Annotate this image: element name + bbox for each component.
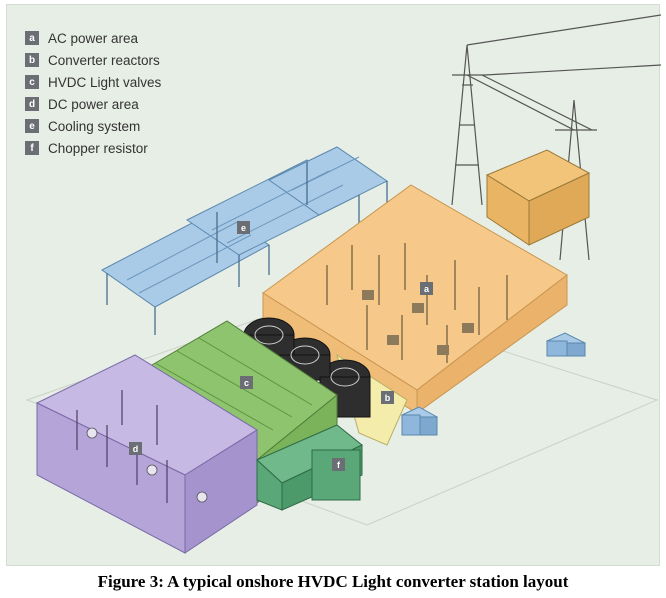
legend-label: DC power area [48, 97, 139, 112]
legend-key: e [25, 119, 39, 133]
legend-label: Converter reactors [48, 53, 160, 68]
legend-key: b [25, 53, 39, 67]
legend-label: Chopper resistor [48, 141, 148, 156]
legend-key: c [25, 75, 39, 89]
legend-label: HVDC Light valves [48, 75, 161, 90]
tag-hvdc-light-valves: c [240, 376, 253, 389]
legend-label: AC power area [48, 31, 138, 46]
legend-key: a [25, 31, 39, 45]
tag-cooling-system: e [237, 221, 250, 234]
tag-chopper-resistor: f [332, 458, 345, 471]
transformer [487, 150, 589, 245]
legend-item: a AC power area [25, 27, 161, 49]
tag-ac-power-area: a [420, 282, 433, 295]
station-layout-figure: e a c b d f a AC power area b Converter … [6, 4, 660, 566]
legend-item: c HVDC Light valves [25, 71, 161, 93]
legend-item: b Converter reactors [25, 49, 161, 71]
legend-key: f [25, 141, 39, 155]
tag-converter-reactors: b [381, 391, 394, 404]
legend: a AC power area b Converter reactors c H… [25, 27, 161, 159]
legend-item: f Chopper resistor [25, 137, 161, 159]
tag-dc-power-area: d [129, 442, 142, 455]
figure-caption: Figure 3: A typical onshore HVDC Light c… [0, 572, 666, 592]
legend-item: d DC power area [25, 93, 161, 115]
legend-label: Cooling system [48, 119, 140, 134]
legend-key: d [25, 97, 39, 111]
legend-item: e Cooling system [25, 115, 161, 137]
